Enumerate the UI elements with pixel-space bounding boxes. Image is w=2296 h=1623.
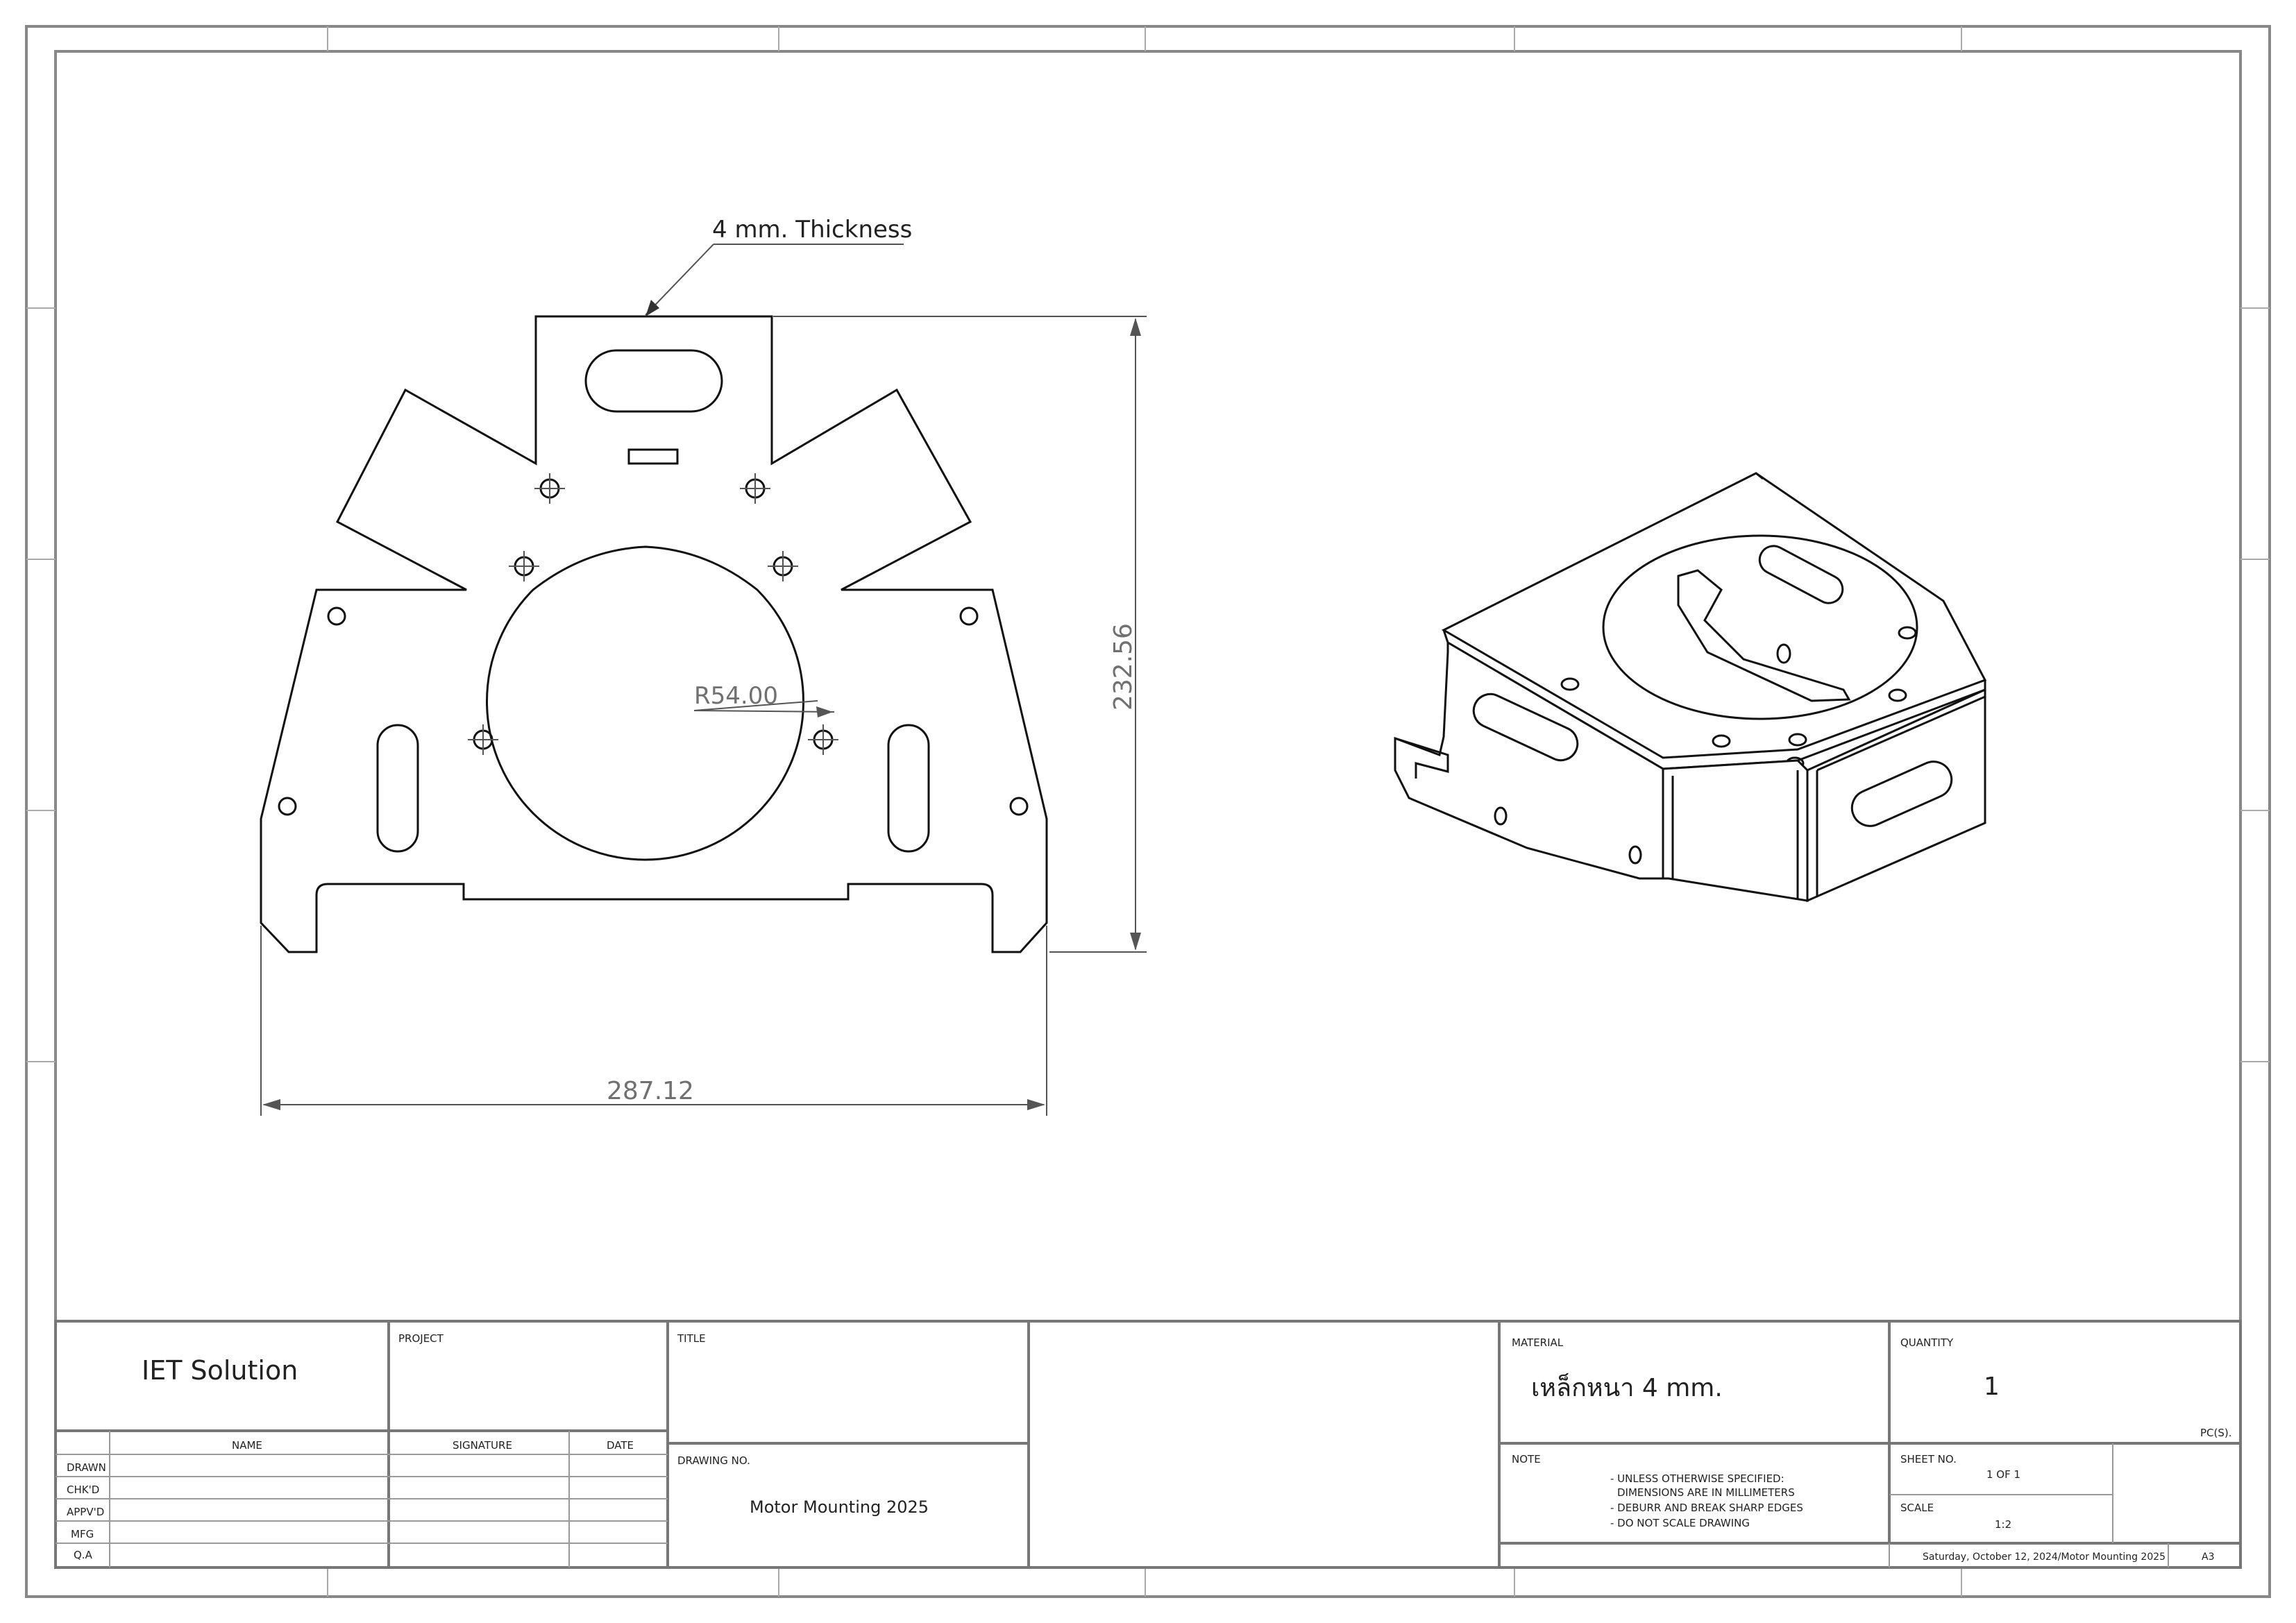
row-drawn: DRAWN — [67, 1461, 106, 1474]
iso-right-slot — [1850, 760, 1953, 827]
iso-left-hole-1 — [1494, 806, 1508, 826]
iso-edge-line — [1755, 472, 1764, 480]
title-label: TITLE — [677, 1332, 706, 1345]
hole-8 — [959, 606, 979, 626]
iso-motor-bore — [1602, 534, 1918, 720]
hole-9 — [278, 797, 297, 816]
thickness-leader — [645, 244, 904, 316]
iso-inner-hole — [1776, 643, 1791, 664]
iso-left-tab — [1394, 737, 1449, 779]
company-name: IET Solution — [142, 1355, 298, 1386]
flat-part-outline — [260, 315, 1048, 953]
signature-column-header: SIGNATURE — [453, 1439, 512, 1452]
drawing-no-value: Motor Mounting 2025 — [750, 1497, 929, 1517]
iso-left-slot — [1472, 692, 1579, 762]
sheet-no-label: SHEET NO. — [1900, 1453, 1957, 1465]
hole-2 — [740, 473, 770, 504]
right-slot — [887, 724, 930, 853]
title-block — [54, 1320, 2242, 1569]
height-dimension: 232.56 — [1109, 623, 1138, 711]
radius-dimension: R54.00 — [694, 682, 778, 710]
iso-right-top — [1816, 695, 1986, 772]
small-slot — [627, 448, 679, 465]
note-line-4: - DO NOT SCALE DRAWING — [1610, 1517, 1750, 1529]
material-label: MATERIAL — [1512, 1336, 1564, 1349]
hole-3 — [509, 551, 539, 581]
paper-size: A3 — [2202, 1552, 2214, 1563]
quantity-value: 1 — [1984, 1373, 2000, 1401]
width-dimension: 287.12 — [607, 1077, 694, 1105]
drawing-no-label: DRAWING NO. — [677, 1454, 750, 1467]
iso-right-side — [1806, 688, 1986, 903]
quantity-unit: PC(S). — [2200, 1427, 2232, 1439]
hole-4 — [768, 551, 798, 581]
sheet-no-value: 1 OF 1 — [1986, 1468, 2020, 1481]
name-column-header: NAME — [232, 1439, 262, 1452]
left-slot — [376, 724, 419, 853]
hole-7 — [327, 606, 346, 626]
note-line-1: - UNLESS OTHERWISE SPECIFIED: — [1610, 1472, 1784, 1485]
outer-frame — [25, 25, 2271, 1598]
quantity-label: QUANTITY — [1900, 1336, 1954, 1349]
isometric-view — [1394, 472, 1987, 903]
upper-slot — [584, 349, 723, 413]
scale-value: 1:2 — [1995, 1518, 2011, 1531]
row-qa: Q.A — [74, 1549, 93, 1561]
zone-marks — [26, 26, 2270, 1597]
note-line-3: - DEBURR AND BREAK SHARP EDGES — [1610, 1502, 1803, 1514]
row-mfg: MFG — [71, 1528, 94, 1540]
iso-inner-flange — [1677, 569, 1851, 702]
note-label: NOTE — [1512, 1453, 1541, 1465]
iso-left-hole-2 — [1628, 845, 1642, 865]
material-value: เหล็กหนา 4 mm. — [1531, 1372, 1723, 1402]
row-checked: CHK'D — [67, 1484, 99, 1496]
height-dimension-line — [773, 316, 1147, 953]
hole-10 — [1009, 797, 1029, 816]
thickness-note: 4 mm. Thickness — [712, 216, 912, 244]
iso-front-face — [1662, 759, 1809, 902]
hole-6 — [808, 724, 838, 755]
motor-opening — [486, 545, 804, 861]
hole-5 — [468, 724, 498, 755]
note-line-2: DIMENSIONS ARE IN MILLIMETERS — [1617, 1486, 1795, 1499]
row-approved: APPV'D — [67, 1506, 104, 1518]
date-column-header: DATE — [607, 1439, 634, 1452]
flat-pattern-view: 4 mm. Thickness R54.00 232.56 287.12 — [260, 216, 1147, 1116]
iso-inner-slot — [1758, 545, 1844, 604]
footer-date: Saturday, October 12, 2024/Motor Mountin… — [1923, 1552, 2166, 1563]
radius-dimension-line — [693, 700, 835, 717]
mounting-holes — [278, 473, 1029, 816]
scale-label: SCALE — [1900, 1502, 1934, 1514]
width-dimension-line — [260, 926, 1047, 1116]
hole-1 — [534, 473, 565, 504]
project-label: PROJECT — [398, 1332, 444, 1345]
